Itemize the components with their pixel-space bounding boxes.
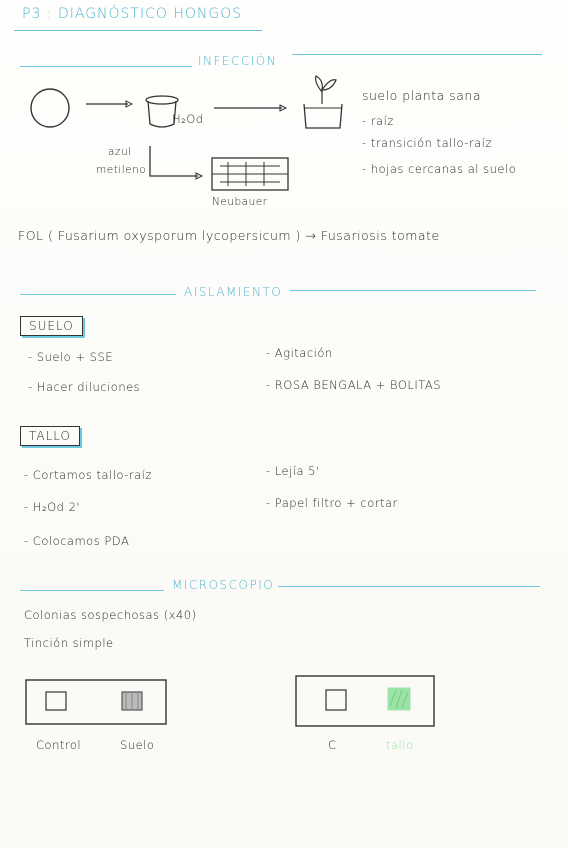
- list-item: - hojas cercanas al suelo: [362, 162, 517, 176]
- section-heading-microscopio: MICROSCOPIO: [172, 578, 275, 592]
- list-item: - ROSA BENGALA + BOLITAS: [266, 378, 442, 392]
- section-rule-right: [278, 586, 540, 587]
- slide-label-tallo: tallo: [386, 738, 414, 752]
- list-item: - Colocamos PDA: [24, 534, 130, 548]
- list-item: - Lejía 5': [266, 464, 320, 478]
- list-item: - transición tallo-raíz: [362, 136, 492, 150]
- page-title: P3 : DIAGNÓSTICO HONGOS: [22, 6, 243, 22]
- section-rule-left: [20, 294, 176, 295]
- leaf-icon: [315, 75, 323, 93]
- section-heading-aislamiento: AISLAMIENTO: [184, 285, 283, 299]
- leaf-icon: [321, 79, 337, 91]
- tube-icon: [147, 100, 177, 128]
- title-underline: [14, 30, 262, 31]
- control-square-icon: [45, 691, 67, 711]
- section-rule-right: [292, 54, 542, 55]
- list-item: - Papel filtro + cortar: [266, 496, 398, 510]
- petri-circle-icon: [30, 88, 70, 128]
- list-item: - Hacer diluciones: [28, 380, 141, 394]
- list-item: suelo planta sana: [362, 88, 481, 103]
- list-item: - H₂Od 2': [24, 500, 81, 514]
- fol-line: FOL ( Fusarium oxysporum lycopersicum ) …: [18, 228, 440, 243]
- section-rule-left: [20, 590, 164, 591]
- metileno-label: metileno: [96, 164, 147, 176]
- section-rule-left: [20, 66, 192, 67]
- list-item: - Cortamos tallo-raíz: [24, 468, 152, 482]
- microscopio-line-1: Colonias sospechosas (x40): [24, 608, 197, 622]
- list-item: - Suelo + SSE: [28, 350, 114, 364]
- suelo-label-box: SUELO: [20, 316, 83, 336]
- slide-label-suelo: Suelo: [120, 738, 155, 752]
- tallo-label-box: TALLO: [20, 426, 80, 446]
- section-rule-right: [290, 290, 536, 291]
- section-heading-infeccion: INFECCIÓN: [198, 54, 278, 68]
- arrow-head-icon: [279, 104, 288, 112]
- microscopio-line-2: Tinción simple: [24, 636, 114, 650]
- slide-control-suelo-icon: [25, 679, 167, 725]
- slide-c-tallo-icon: [295, 675, 435, 727]
- slide-label-c: C: [328, 738, 337, 752]
- neubauer-label: Neubauer: [212, 196, 268, 208]
- slide-label-control: Control: [36, 738, 82, 752]
- h2o-label: H₂Od: [172, 112, 204, 126]
- arrow-head-icon: [125, 100, 134, 108]
- list-item: - raíz: [362, 114, 394, 128]
- list-item: - Agitación: [266, 346, 333, 360]
- plant-pot-icon: [303, 103, 343, 129]
- azul-label: azul: [108, 146, 132, 158]
- c-square-icon: [325, 689, 347, 711]
